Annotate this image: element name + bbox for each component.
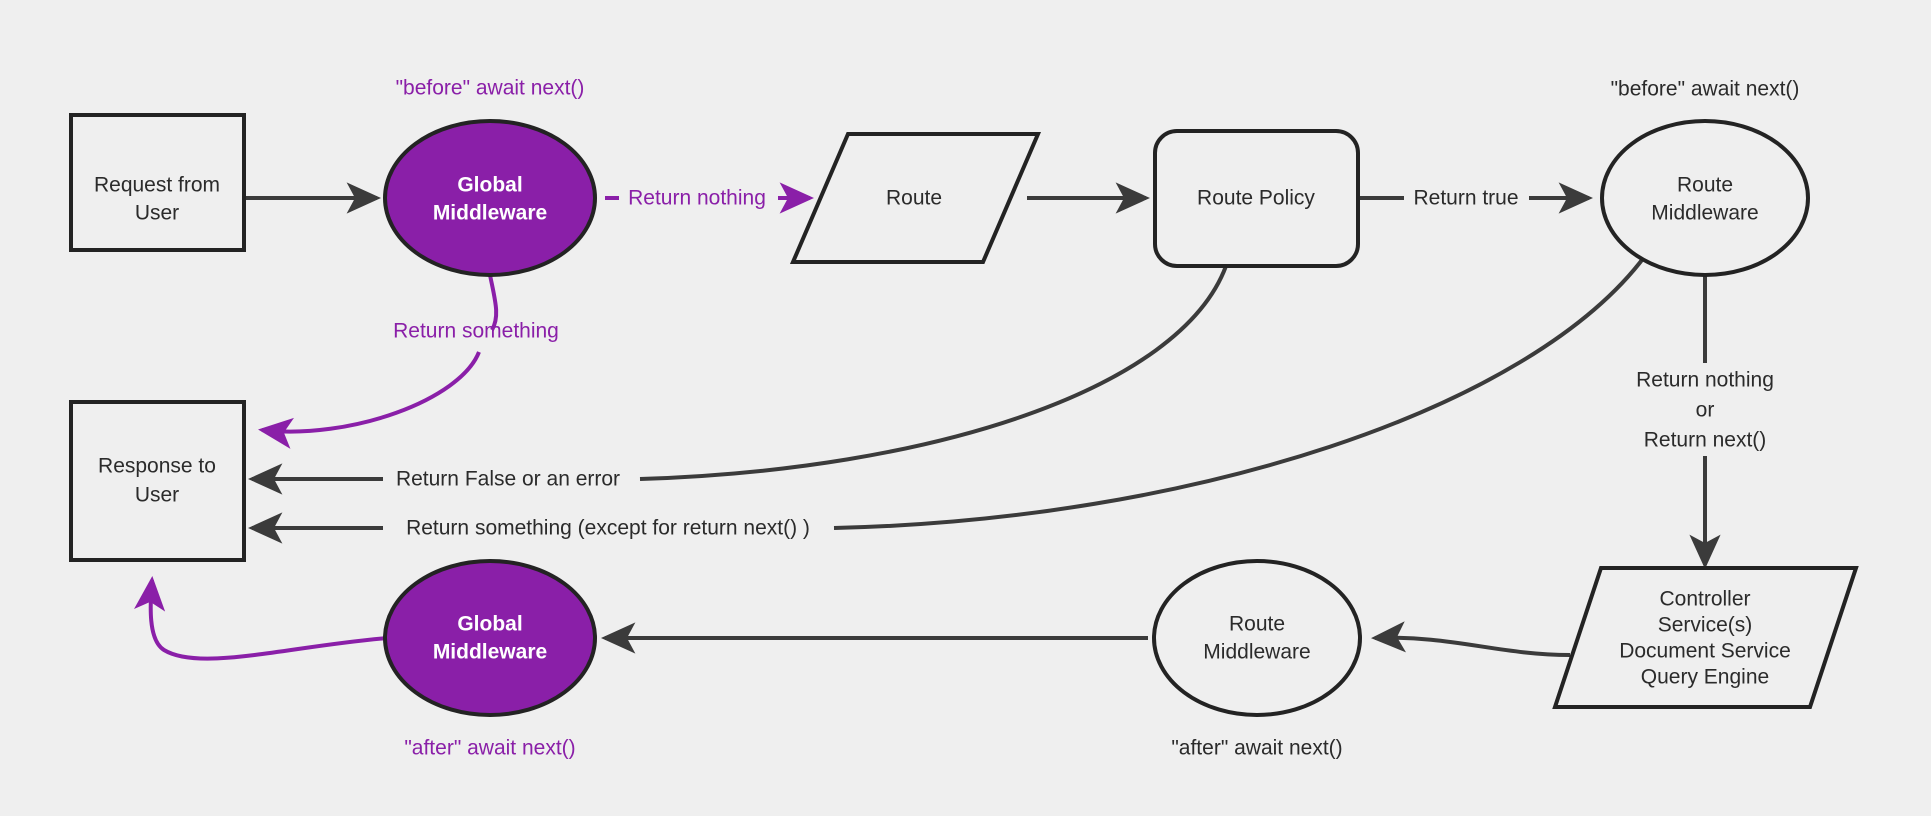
annotation-before-global-middleware: "before" await next() — [396, 77, 585, 100]
node-controller-stack-line2: Service(s) — [1658, 614, 1753, 637]
node-route-middleware-before-line2: Middleware — [1651, 202, 1758, 225]
node-controller-stack-line1: Controller — [1659, 588, 1750, 611]
node-request-from-user-line1: Request from — [94, 174, 220, 197]
node-controller-stack[interactable]: Controller Service(s) Document Service Q… — [1552, 566, 1859, 709]
node-route-middleware-after-line1: Route — [1229, 613, 1285, 636]
edge-route-middleware-to-controller: Return nothing or Return next() — [1636, 275, 1774, 570]
node-route-policy[interactable]: Route Policy — [1153, 129, 1360, 268]
node-route[interactable]: Route — [789, 132, 1042, 264]
node-request-from-user-line2: User — [135, 202, 179, 225]
node-route-middleware-before[interactable]: Route Middleware — [1600, 119, 1810, 277]
node-response-to-user[interactable]: Response to User — [69, 400, 246, 562]
node-global-middleware-after-line2: Middleware — [433, 641, 547, 664]
node-route-middleware-after-line2: Middleware — [1203, 641, 1310, 664]
node-controller-stack-line3: Document Service — [1619, 640, 1791, 663]
edge-route-middleware-to-response-something: Return something (except for return next… — [247, 254, 1647, 544]
node-route-middleware-after[interactable]: Route Middleware — [1152, 559, 1362, 717]
edge-label-return-nothing: Return nothing — [628, 187, 766, 210]
edge-global-middleware-after-to-response — [134, 576, 389, 661]
annotation-before-route-middleware: "before" await next() — [1611, 78, 1800, 101]
node-global-middleware-before-line1: Global — [457, 174, 522, 197]
node-response-to-user-line2: User — [135, 484, 179, 507]
edge-label-return-false-or-error: Return False or an error — [396, 468, 620, 491]
node-global-middleware-before[interactable]: Global Middleware — [383, 119, 597, 277]
edge-label-return-true: Return true — [1413, 187, 1518, 210]
node-global-middleware-before-line2: Middleware — [433, 202, 547, 225]
edge-controller-to-route-middleware-after — [1371, 621, 1571, 657]
node-route-label: Route — [886, 187, 942, 210]
edge-label-return-nothing-line: Return nothing — [1636, 369, 1774, 392]
edge-label-return-something-except-next: Return something (except for return next… — [406, 517, 810, 540]
node-global-middleware-after[interactable]: Global Middleware — [383, 559, 597, 717]
node-route-policy-label: Route Policy — [1197, 187, 1315, 210]
node-controller-stack-line4: Query Engine — [1641, 666, 1769, 689]
node-request-from-user[interactable]: Request from User — [69, 113, 246, 252]
annotation-after-global-middleware: "after" await next() — [404, 737, 575, 760]
node-global-middleware-after-line1: Global — [457, 613, 522, 636]
edge-label-return-something: Return something — [393, 320, 559, 343]
node-route-middleware-before-line1: Route — [1677, 174, 1733, 197]
node-response-to-user-line1: Response to — [98, 455, 216, 478]
edge-label-return-next-line: Return next() — [1644, 429, 1767, 452]
edge-global-middleware-to-response: Return something — [258, 274, 559, 449]
edge-global-middleware-to-route: Return nothing — [605, 182, 815, 214]
edge-route-policy-to-route-middleware: Return true — [1360, 182, 1594, 214]
annotation-after-route-middleware: "after" await next() — [1171, 737, 1342, 760]
edge-label-or-line: or — [1696, 399, 1715, 422]
edge-route-policy-to-response-false: Return False or an error — [247, 265, 1228, 495]
